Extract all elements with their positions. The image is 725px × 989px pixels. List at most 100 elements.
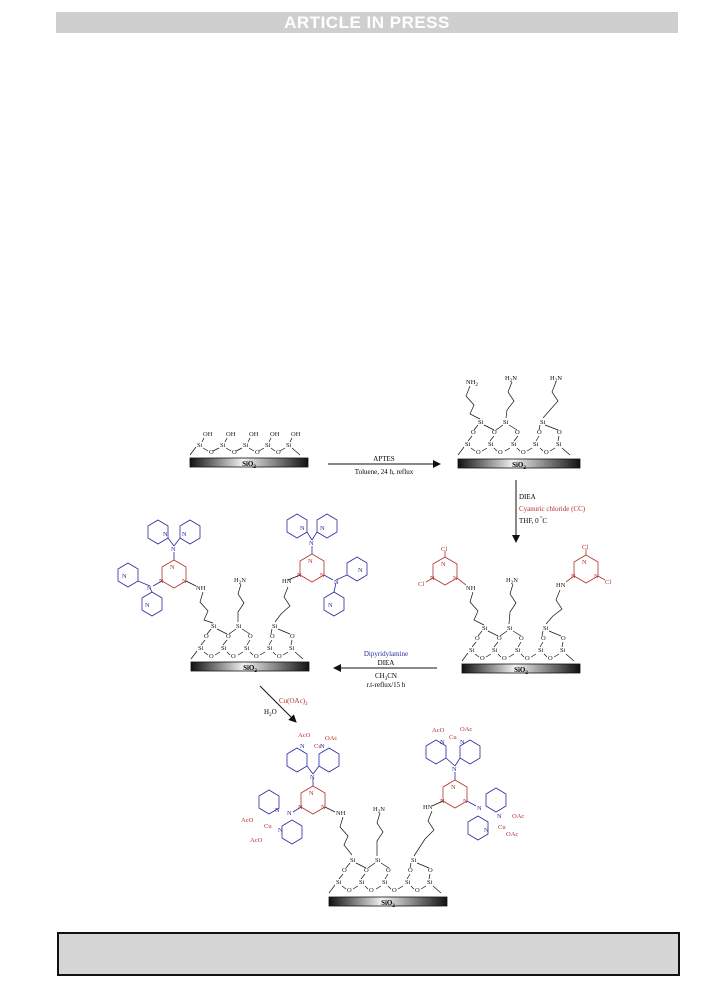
svg-text:O: O — [521, 449, 526, 456]
svg-text:Si: Si — [540, 419, 546, 426]
svg-text:N: N — [309, 790, 314, 797]
svg-text:H2N: H2N — [234, 577, 246, 586]
svg-text:N: N — [477, 805, 482, 812]
svg-text:N: N — [358, 567, 363, 574]
svg-text:O: O — [209, 653, 214, 660]
svg-text:Si: Si — [507, 625, 513, 632]
svg-text:Cyanuric chloride (CC): Cyanuric chloride (CC) — [519, 505, 586, 513]
svg-text:O: O — [290, 633, 295, 640]
svg-text:OAc: OAc — [506, 831, 518, 838]
svg-text:Si: Si — [336, 879, 342, 886]
svg-text:O: O — [255, 449, 260, 456]
svg-text:Si: Si — [556, 441, 562, 448]
svg-text:DIEA: DIEA — [378, 659, 395, 667]
step2-arrow: DIEA Cyanuric chloride (CC) THF, 0 °C — [512, 480, 586, 543]
svg-text:Si: Si — [211, 623, 217, 630]
svg-text:O: O — [254, 653, 259, 660]
svg-text:Si: Si — [286, 442, 292, 449]
svg-text:O: O — [525, 655, 530, 662]
svg-text:N: N — [441, 561, 446, 568]
svg-text:O: O — [471, 429, 476, 436]
svg-text:N: N — [310, 774, 315, 781]
svg-text:NH2: NH2 — [466, 379, 478, 388]
copper-complex-silica-panel: SiO2 N N N N N N N N N Cu — [241, 726, 524, 909]
svg-text:N: N — [287, 810, 292, 817]
svg-text:O: O — [415, 887, 420, 894]
svg-text:AcO: AcO — [250, 837, 263, 844]
svg-text:Si: Si — [359, 879, 365, 886]
svg-text:NH: NH — [466, 585, 476, 592]
svg-text:Cl: Cl — [441, 546, 447, 553]
svg-text:SiO2: SiO2 — [243, 664, 257, 674]
svg-text:Si: Si — [465, 441, 471, 448]
svg-text:O: O — [557, 429, 562, 436]
svg-text:N: N — [145, 602, 150, 609]
svg-text:O: O — [428, 867, 433, 874]
svg-text:Cu: Cu — [498, 824, 506, 831]
svg-text:O: O — [498, 449, 503, 456]
svg-text:N: N — [571, 573, 576, 580]
svg-text:O: O — [232, 449, 237, 456]
svg-text:NH: NH — [196, 585, 206, 592]
svg-text:Si: Si — [244, 645, 250, 652]
svg-text:O: O — [541, 635, 546, 642]
svg-text:Si: Si — [375, 857, 381, 864]
svg-text:Si: Si — [221, 645, 227, 652]
svg-text:N: N — [122, 573, 127, 580]
svg-text:Si: Si — [492, 647, 498, 654]
step3-arrow: Dipyridylamine DIEA CH3CN r.t-reflux/15 … — [333, 650, 437, 689]
svg-text:Si: Si — [265, 442, 271, 449]
svg-text:Si: Si — [533, 441, 539, 448]
svg-text:N: N — [300, 525, 305, 532]
svg-text:HN: HN — [423, 804, 433, 811]
svg-text:N: N — [321, 804, 326, 811]
svg-text:Si: Si — [469, 647, 475, 654]
svg-text:Toluene, 24 h, reflux: Toluene, 24 h, reflux — [355, 468, 414, 476]
article-in-press-banner: ARTICLE IN PRESS — [56, 12, 678, 33]
svg-text:Si: Si — [405, 879, 411, 886]
svg-text:N: N — [451, 784, 456, 791]
svg-text:O: O — [475, 635, 480, 642]
svg-text:O: O — [369, 887, 374, 894]
svg-text:Si: Si — [560, 647, 566, 654]
svg-text:O: O — [561, 635, 566, 642]
svg-text:H2N: H2N — [373, 806, 385, 815]
svg-text:N: N — [460, 739, 465, 746]
svg-text:OH: OH — [291, 431, 301, 438]
svg-text:Si: Si — [511, 441, 517, 448]
svg-text:Cu: Cu — [449, 734, 457, 741]
svg-text:H2N: H2N — [550, 375, 562, 384]
svg-text:Si: Si — [482, 625, 488, 632]
svg-text:N: N — [497, 813, 502, 820]
svg-text:OAc: OAc — [325, 735, 337, 742]
svg-text:O: O — [248, 633, 253, 640]
svg-text:N: N — [278, 827, 283, 834]
svg-text:Si: Si — [515, 647, 521, 654]
svg-text:O: O — [502, 655, 507, 662]
step1-arrow: APTES Toluene, 24 h, reflux — [328, 455, 441, 476]
svg-text:O: O — [537, 429, 542, 436]
svg-text:O: O — [270, 633, 275, 640]
svg-text:SiO2: SiO2 — [242, 460, 256, 470]
svg-text:O: O — [497, 635, 502, 642]
svg-text:N: N — [594, 573, 599, 580]
svg-text:Si: Si — [538, 647, 544, 654]
svg-text:H2N: H2N — [506, 577, 518, 586]
svg-text:Dipyridylamine: Dipyridylamine — [364, 650, 408, 658]
svg-text:Si: Si — [220, 442, 226, 449]
svg-text:DIEA: DIEA — [519, 493, 536, 501]
svg-text:SiO2: SiO2 — [514, 666, 528, 676]
svg-text:OH: OH — [249, 431, 259, 438]
svg-text:O: O — [231, 653, 236, 660]
svg-text:OAc: OAc — [512, 813, 524, 820]
svg-text:HN: HN — [282, 578, 292, 585]
svg-text:CH3CN: CH3CN — [375, 672, 397, 682]
svg-text:N: N — [309, 540, 314, 547]
svg-text:AcO: AcO — [432, 727, 445, 734]
aminopropyl-silica-panel: SiO2 NH2 H2N H2N Si Si Si Si Si Si Si Si… — [457, 375, 581, 471]
svg-text:Cu: Cu — [264, 823, 272, 830]
svg-text:N: N — [147, 585, 152, 592]
svg-text:Si: Si — [503, 419, 509, 426]
svg-text:NH: NH — [336, 810, 346, 817]
